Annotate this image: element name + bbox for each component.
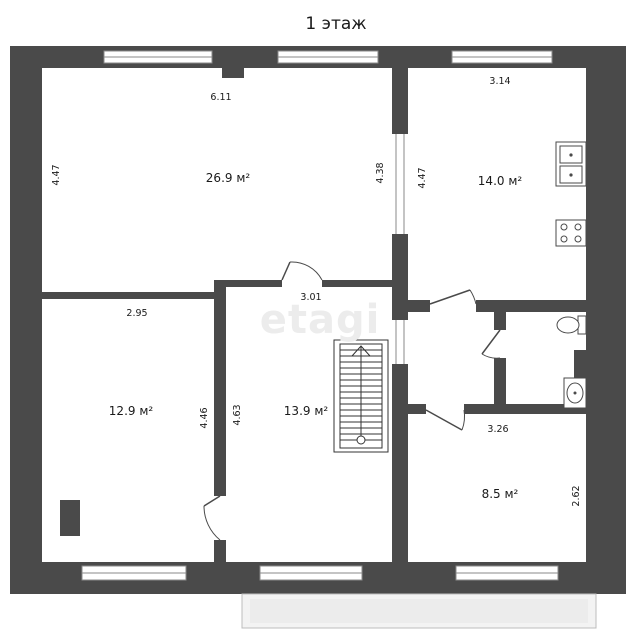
passage-stair-corridor [395, 320, 405, 364]
room-area-small: 8.5 м² [482, 487, 519, 501]
window-bottom-1 [81, 565, 187, 581]
window-top-2 [277, 50, 379, 64]
door-corridor-top [429, 289, 477, 305]
window-top-3 [451, 50, 553, 64]
wall-corridor-bottom-left [404, 404, 426, 414]
room-area-staircase: 13.9 м² [284, 404, 329, 418]
door-bedroom [203, 495, 221, 541]
wall-hall-stair-right [322, 280, 396, 287]
outer-wall-right [586, 46, 626, 594]
door-corridor-bottom [425, 409, 466, 431]
window-bottom-3 [455, 565, 559, 581]
room-height-right-hall: 4.38 [375, 162, 386, 183]
door-hall-stair [281, 261, 323, 281]
room-height-kitchen: 4.47 [417, 167, 428, 188]
wall-stair-small [392, 364, 408, 568]
room-height-small: 2.62 [571, 485, 582, 506]
wall-bedroom-stair-bottom [214, 540, 226, 566]
room-width-small: 3.26 [487, 424, 508, 435]
terrace-inner [250, 599, 588, 623]
wall-corridor-top-left [404, 300, 430, 312]
wall-bedroom-stair [214, 280, 226, 496]
floor-title: 1 этаж [305, 14, 366, 34]
wall-corridor-bottom-right [464, 404, 588, 414]
wall-bath-upper [494, 312, 506, 330]
outer-wall-left [10, 46, 42, 594]
bedroom-stove-block [60, 500, 80, 536]
window-bottom-2 [259, 565, 363, 581]
window-top-1 [103, 50, 213, 64]
wall-hall-kitchen-lower [392, 234, 408, 320]
chimney-block [222, 62, 244, 78]
wall-hall-stair-left [214, 280, 282, 287]
staircase [333, 339, 389, 453]
wall-hall-bedroom-left [42, 292, 220, 299]
room-width-bedroom: 2.95 [126, 308, 147, 319]
bathroom-sink [563, 377, 587, 409]
kitchen-sink [555, 141, 587, 187]
passage-hall-kitchen [395, 134, 405, 234]
room-height-bedroom: 4.46 [199, 407, 210, 428]
wall-bath-niche [574, 350, 588, 378]
wall-hall-kitchen-upper [392, 62, 408, 134]
room-area-kitchen: 14.0 м² [478, 174, 523, 188]
room-width-hall: 6.11 [210, 92, 231, 103]
room-width-kitchen: 3.14 [489, 76, 510, 87]
watermark: etagi [260, 297, 381, 343]
wall-corridor-top-right [476, 300, 588, 312]
room-area-bedroom: 12.9 м² [109, 404, 154, 418]
toilet [556, 315, 587, 335]
wall-bath-lower [494, 358, 506, 410]
room-area-hall: 26.9 м² [206, 171, 251, 185]
kitchen-stove [555, 219, 587, 247]
room-height-hall: 4.47 [51, 164, 62, 185]
room-height-staircase: 4.63 [232, 404, 243, 425]
room-width-staircase: 3.01 [300, 292, 321, 303]
door-bathroom [481, 329, 501, 359]
